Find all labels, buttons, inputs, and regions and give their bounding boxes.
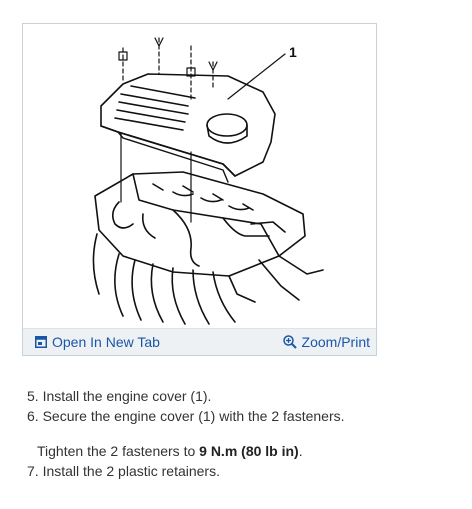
torque-suffix: . — [298, 443, 303, 459]
magnifier-plus-icon — [282, 335, 297, 349]
open-in-new-tab-link[interactable]: Open In New Tab — [35, 334, 160, 350]
figure-toolbar: Open In New Tab Zoom/Print — [23, 328, 376, 355]
open-in-new-tab-icon — [35, 336, 47, 348]
open-in-new-tab-label: Open In New Tab — [52, 334, 160, 350]
callout-label: 1 — [289, 44, 297, 60]
zoom-print-label: Zoom/Print — [301, 334, 370, 350]
step-6: 6. Secure the engine cover (1) with the … — [27, 408, 345, 424]
torque-prefix: Tighten the 2 fasteners to — [37, 443, 200, 459]
step-5: 5. Install the engine cover (1). — [27, 388, 212, 404]
figure-container: 1 Open In New Tab Zoom/Print — [22, 23, 377, 356]
torque-value: 9 N.m (80 lb in) — [199, 443, 299, 459]
step-7: 7. Install the 2 plastic retainers. — [27, 463, 220, 479]
torque-spec: Tighten the 2 fasteners to 9 N.m (80 lb … — [27, 441, 345, 461]
engine-cover-diagram: 1 — [23, 24, 376, 330]
procedure-steps: 5. Install the engine cover (1). 6. Secu… — [27, 386, 345, 481]
zoom-print-link[interactable]: Zoom/Print — [282, 334, 370, 350]
